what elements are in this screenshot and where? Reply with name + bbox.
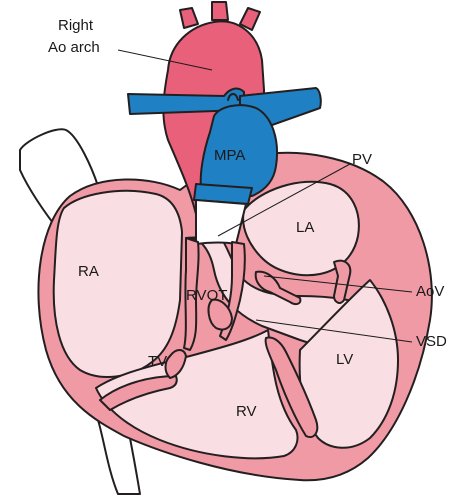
label-mpa: MPA (214, 147, 245, 164)
left-atrium (242, 180, 360, 277)
rvot-tissue (207, 298, 233, 331)
label-rvot: RVOT (186, 287, 227, 304)
mitral-leaflet (333, 259, 352, 304)
label-pv: PV (352, 151, 372, 168)
rv-trabeculation (99, 375, 178, 411)
label-right-ao-arch-line1: Right (58, 17, 94, 34)
leader-aov (263, 275, 413, 293)
right-atrium (52, 189, 183, 378)
label-rv: RV (236, 403, 257, 420)
leader-vsd (255, 319, 413, 343)
label-tv: TV (148, 353, 167, 370)
main-pulmonary-artery (199, 104, 278, 197)
pulmonary-valve (195, 199, 247, 245)
label-vsd: VSD (416, 333, 447, 350)
aortic-branch-1 (179, 7, 199, 29)
tricuspid-leaflet (164, 349, 187, 379)
label-aov: AoV (416, 283, 444, 300)
aortic-branch-3 (239, 7, 261, 31)
rvot-stem-right (219, 241, 246, 341)
rvot-stem-left (183, 237, 200, 351)
right-ventricle (95, 329, 299, 460)
leader-pv (217, 163, 351, 237)
leader-right-ao-arch (117, 49, 213, 71)
aortic-branch-2 (211, 1, 229, 21)
label-la: LA (296, 219, 314, 236)
label-right-ao-arch-line2: Ao arch (48, 39, 100, 56)
ductal-mark (227, 93, 239, 101)
pulmonary-trunk-base (193, 183, 253, 205)
label-lv: LV (336, 351, 353, 368)
label-ra: RA (78, 263, 99, 280)
ventricular-septum (264, 336, 319, 438)
